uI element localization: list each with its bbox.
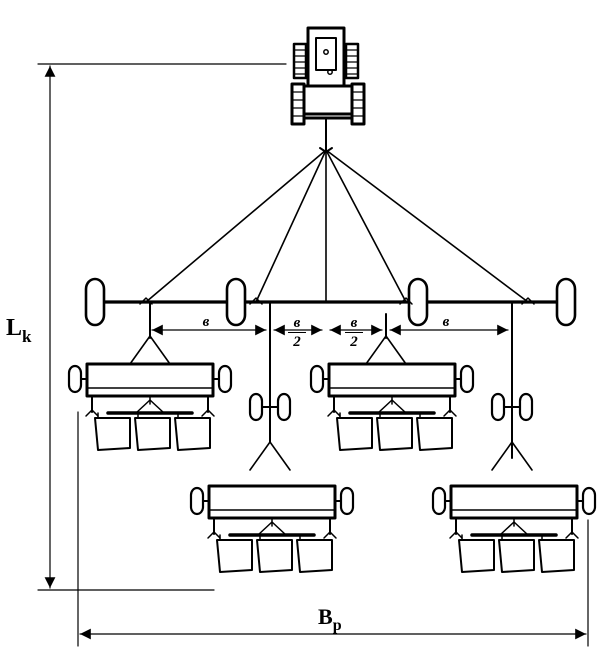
seeder-section-rear-right — [431, 441, 597, 574]
tow-bars — [149, 301, 513, 459]
tire-icon — [407, 277, 429, 327]
width-dimension — [77, 411, 589, 647]
seeder-section-front-left — [67, 335, 233, 452]
spacing-label: в — [202, 314, 210, 330]
support-wheels — [248, 392, 534, 422]
seeder-section-rear-left — [189, 441, 355, 574]
hitch-frame — [145, 147, 529, 303]
length-dimension — [37, 63, 287, 591]
width-label: Bp — [318, 604, 342, 634]
spacing-label: в — [442, 314, 450, 330]
main-beam — [84, 277, 577, 327]
seeder-section-front-right — [309, 335, 475, 452]
half-spacing-label: в 2 — [345, 316, 363, 350]
tire-icon — [225, 277, 247, 327]
tractor-icon — [290, 26, 366, 151]
tire-icon — [84, 277, 106, 327]
tire-icon — [555, 277, 577, 327]
length-label: Lk — [6, 315, 32, 346]
half-spacing-label: в 2 — [288, 316, 306, 350]
